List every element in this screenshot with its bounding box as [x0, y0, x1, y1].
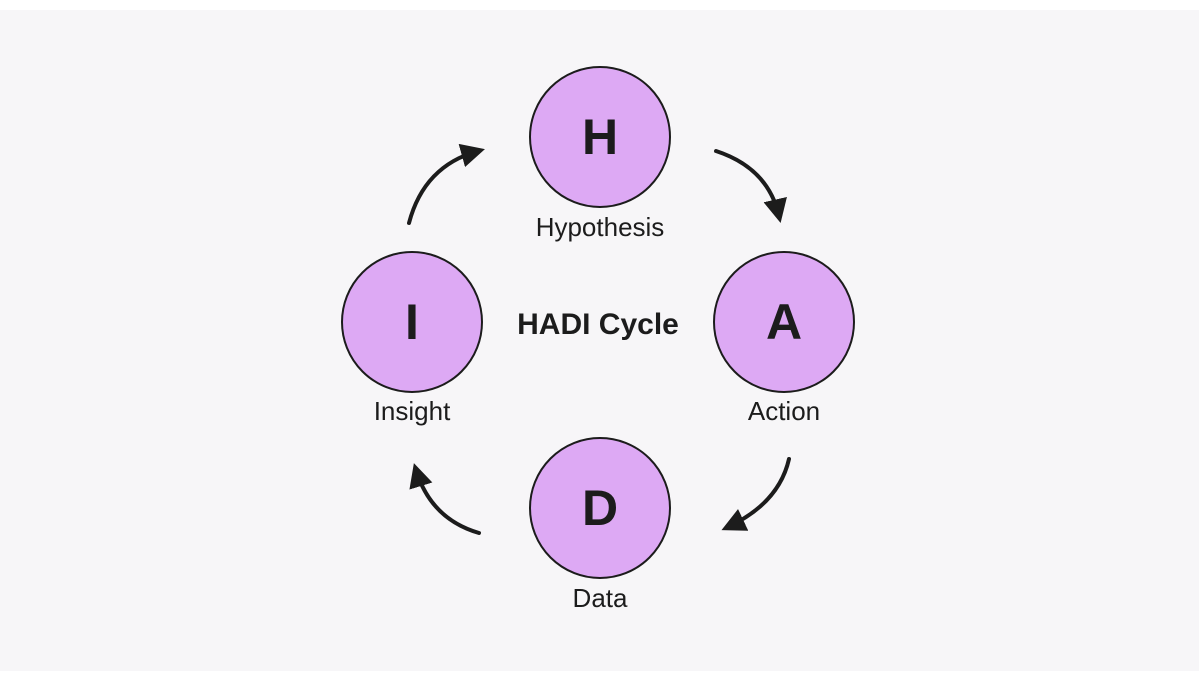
node-hypothesis: H: [529, 66, 671, 208]
node-data-letter: D: [581, 480, 619, 536]
node-data-label: Data: [572, 583, 628, 613]
node-insight-label: Insight: [373, 396, 451, 426]
node-action: A: [713, 251, 855, 393]
node-data: D: [529, 437, 671, 579]
node-insight: I: [341, 251, 483, 393]
node-hypothesis-letter: H: [581, 109, 619, 165]
curved-arrow-icon-data-to-insight: [409, 463, 481, 535]
node-action-label: Action: [747, 396, 821, 426]
diagram-title: HADI Cycle: [517, 308, 679, 341]
curved-arrow-icon-hypothesis-to-action: [714, 149, 787, 224]
curved-arrow-icon-insight-to-hypothesis: [407, 143, 485, 225]
curved-arrow-icon-action-to-data: [721, 457, 791, 531]
node-insight-letter: I: [405, 294, 419, 350]
node-action-letter: A: [765, 294, 803, 350]
node-hypothesis-label: Hypothesis: [535, 212, 665, 242]
